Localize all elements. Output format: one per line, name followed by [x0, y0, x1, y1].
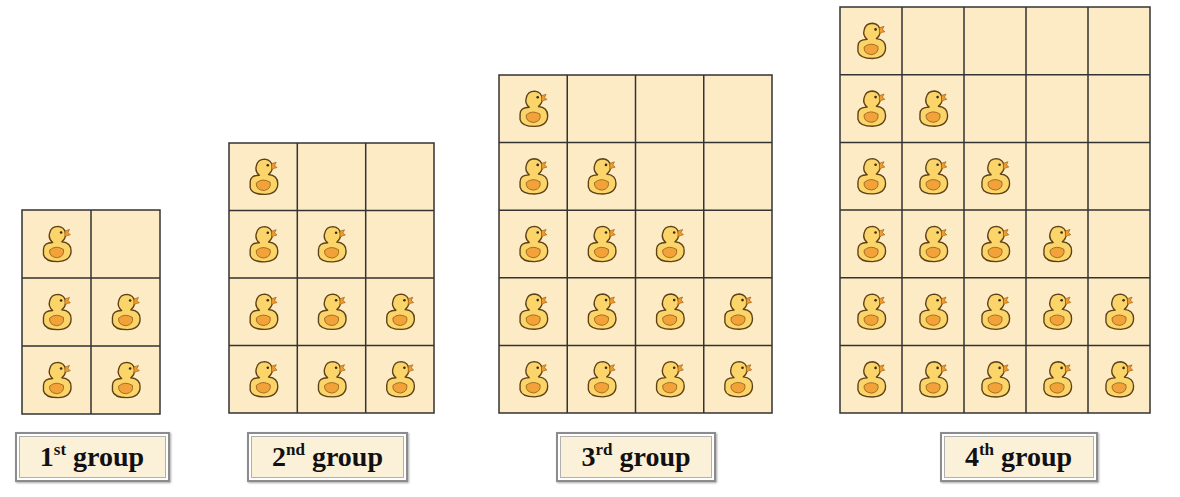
group-label: 2nd group: [247, 432, 408, 482]
grid-group-3: [499, 75, 772, 413]
group-label-text: 1st group: [40, 443, 144, 471]
group-label-text: 4th group: [965, 443, 1072, 471]
ordinal-number: 3: [581, 441, 595, 472]
grid-group-1: [22, 210, 160, 414]
group-word: group: [612, 441, 690, 472]
ordinal-suffix: nd: [286, 440, 305, 459]
ordinal-suffix: rd: [595, 440, 612, 459]
group-label: 4th group: [940, 432, 1098, 482]
ordinal-number: 4: [965, 441, 979, 472]
ordinal-suffix: th: [979, 440, 994, 459]
grid-group-2: [229, 143, 434, 413]
ordinal-number: 1: [40, 441, 54, 472]
group-label-text: 2nd group: [272, 443, 383, 471]
group-label: 3rd group: [556, 432, 716, 482]
group-label-text: 3rd group: [581, 443, 690, 471]
grid-group-4: [840, 7, 1150, 413]
group-word: group: [66, 441, 144, 472]
group-label: 1st group: [15, 432, 170, 482]
ordinal-number: 2: [272, 441, 286, 472]
ordinal-suffix: st: [54, 440, 66, 459]
group-word: group: [305, 441, 383, 472]
group-word: group: [994, 441, 1072, 472]
